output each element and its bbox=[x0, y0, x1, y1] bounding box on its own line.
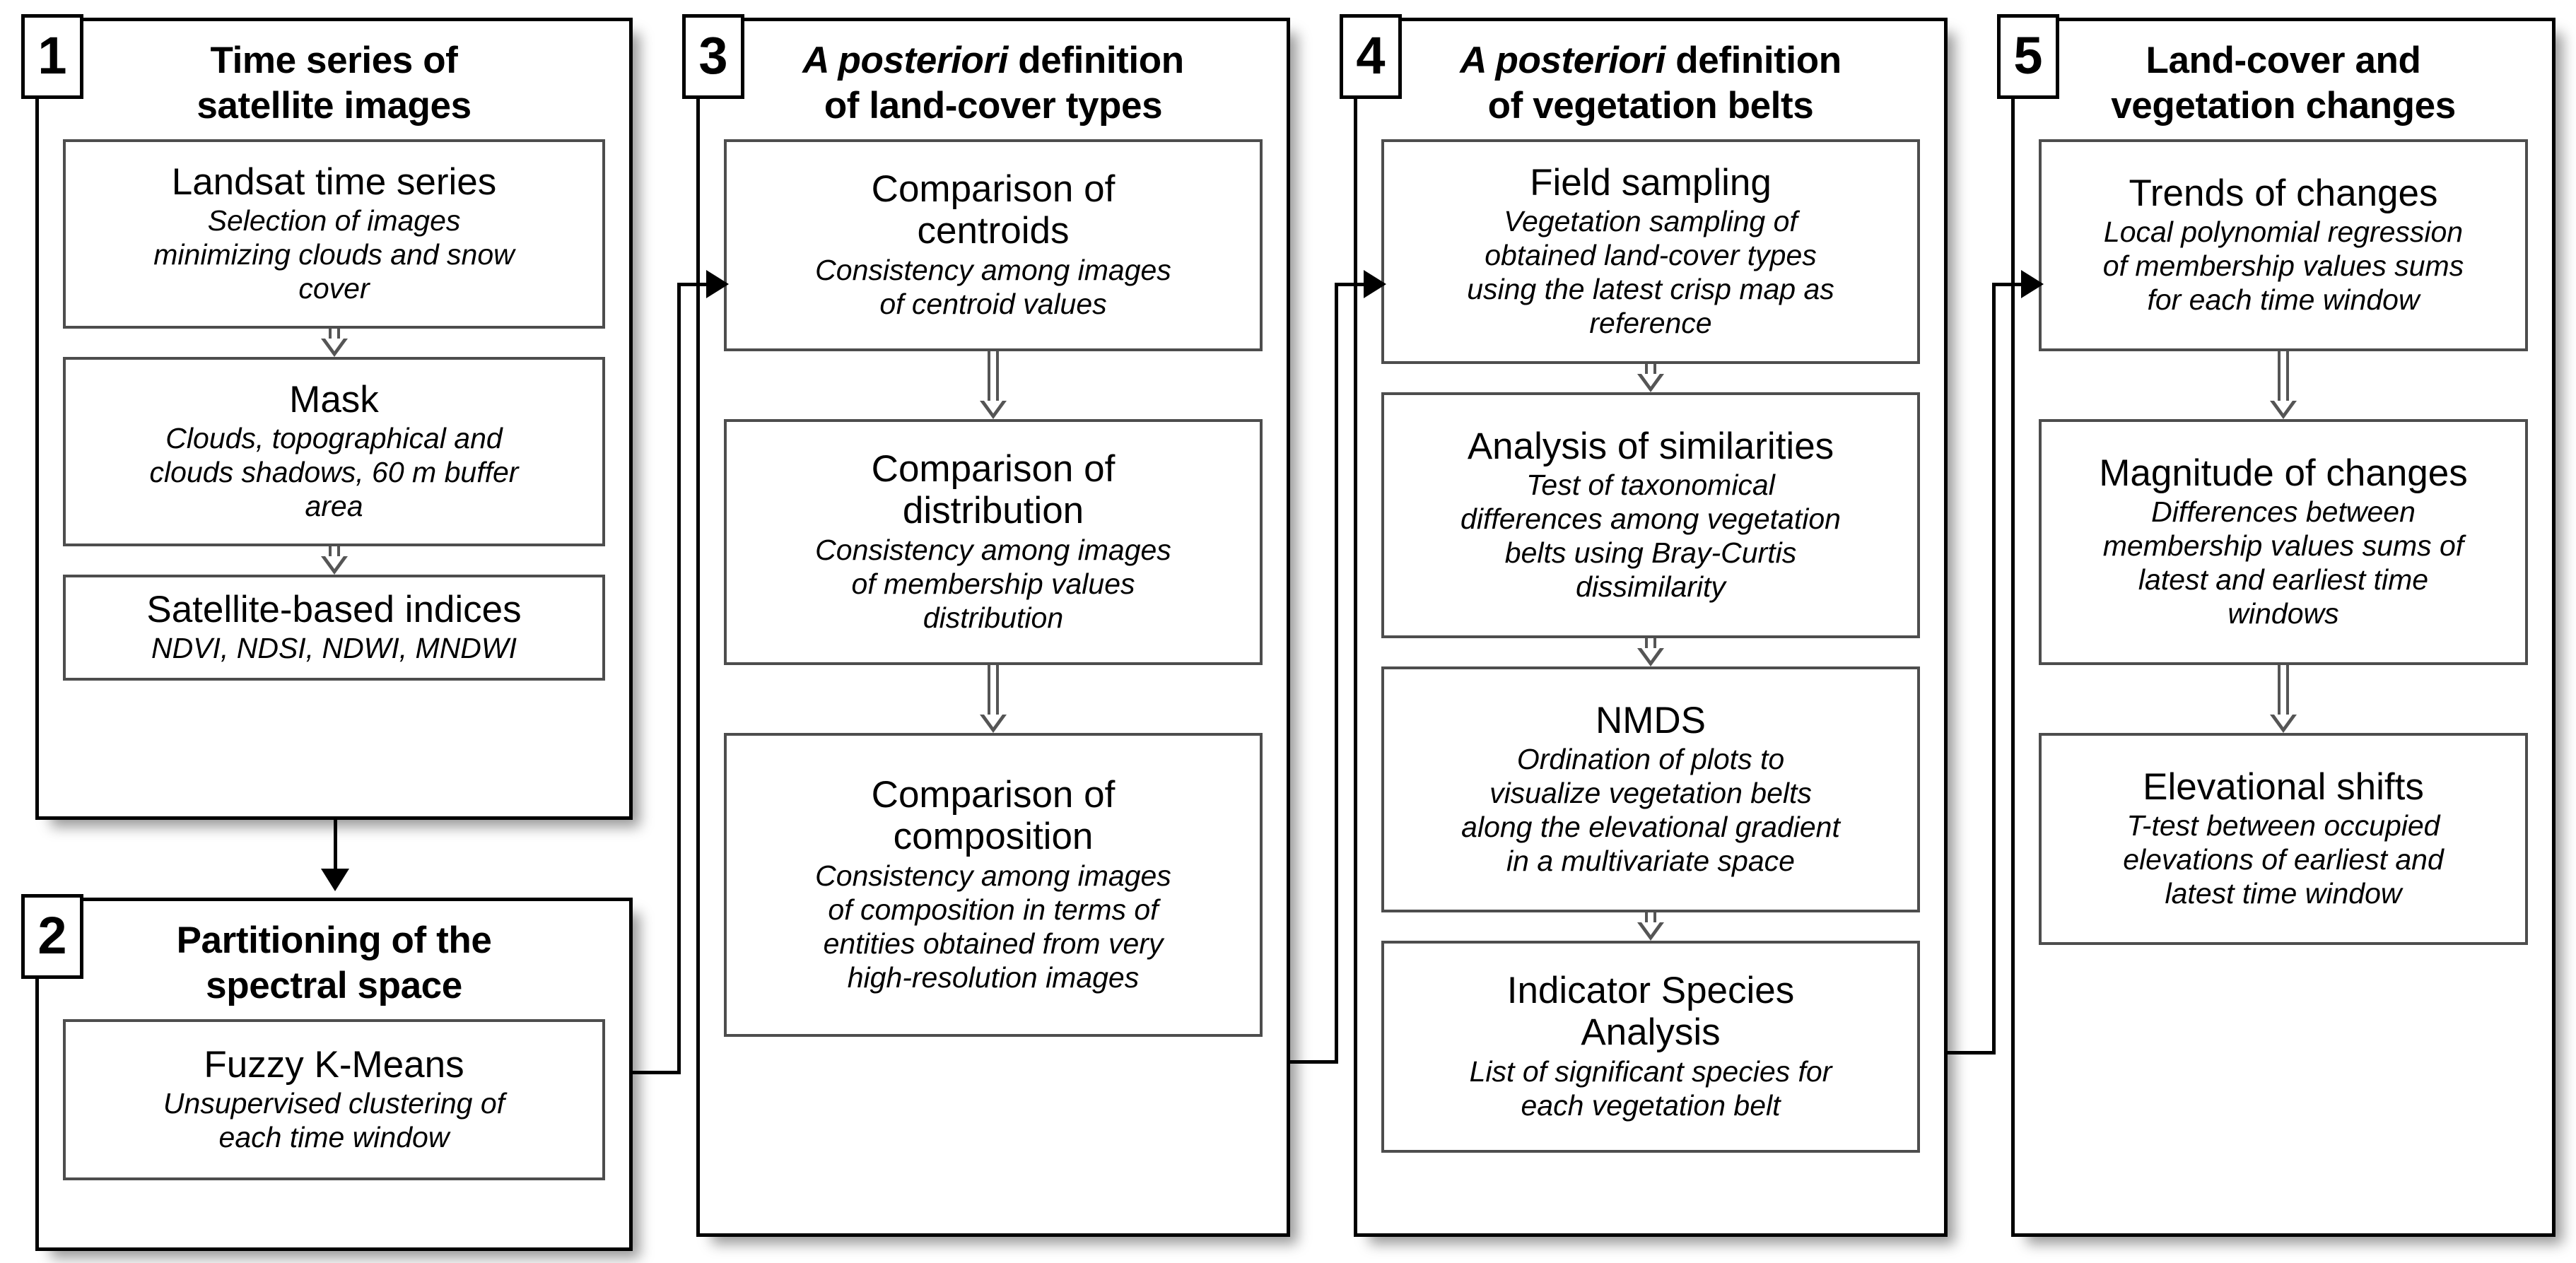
step-box-fuzzy-k-means[interactable]: Fuzzy K-Means Unsupervised clustering of… bbox=[63, 1019, 605, 1181]
step-box-elevational-shifts[interactable]: Elevational shifts T-test between occupi… bbox=[2039, 733, 2528, 946]
connector-panel3-out bbox=[1290, 1060, 1338, 1064]
step-box-title: Field sampling bbox=[1530, 161, 1772, 204]
step-box-comparison-of-distribution[interactable]: Comparison of distribution Consistency a… bbox=[724, 419, 1263, 666]
open-arrow-down-icon bbox=[1381, 912, 1920, 941]
open-arrow-down-icon bbox=[63, 546, 605, 575]
step-box-title: Satellite-based indices bbox=[146, 588, 522, 630]
open-arrow-down-icon bbox=[1381, 638, 1920, 667]
connector-panel2-to-panel3-riser bbox=[677, 283, 681, 1074]
step-box-field-sampling[interactable]: Field sampling Vegetation sampling of ob… bbox=[1381, 139, 1920, 365]
step-box-subtitle: Consistency among images of centroid val… bbox=[815, 253, 1171, 320]
step-box-title: Comparison of distribution bbox=[871, 447, 1116, 532]
connector-panel2-out bbox=[633, 1071, 681, 1074]
connector-panel4-out bbox=[1948, 1051, 1996, 1055]
step-badge-2: 2 bbox=[21, 894, 83, 979]
step-box-title: Fuzzy K-Means bbox=[204, 1043, 464, 1086]
step-box-mask[interactable]: Mask Clouds, topographical and clouds sh… bbox=[63, 357, 605, 547]
step-box-subtitle: List of significant species for each veg… bbox=[1469, 1055, 1832, 1122]
step-box-trends-of-changes[interactable]: Trends of changes Local polynomial regre… bbox=[2039, 139, 2528, 352]
panel-3-boxes: Comparison of centroids Consistency amon… bbox=[700, 139, 1287, 1038]
open-arrow-down-icon bbox=[724, 351, 1263, 420]
step-box-subtitle: Test of taxonomical differences among ve… bbox=[1460, 468, 1841, 603]
step-box-satellite-based-indices[interactable]: Satellite-based indices NDVI, NDSI, NDWI… bbox=[63, 575, 605, 681]
step-badge-3: 3 bbox=[682, 14, 744, 99]
open-arrow-down-icon bbox=[2039, 665, 2528, 734]
open-arrow-down-icon bbox=[63, 329, 605, 358]
connector-into-panel5 bbox=[1992, 283, 2023, 286]
step-box-indicator-species-analysis[interactable]: Indicator Species Analysis List of signi… bbox=[1381, 941, 1920, 1153]
open-arrow-down-icon bbox=[1381, 364, 1920, 393]
connector-panel4-to-panel5-riser bbox=[1992, 283, 1996, 1055]
step-badge-5: 5 bbox=[1997, 14, 2059, 99]
step-box-subtitle: Differences between membership values su… bbox=[2102, 495, 2464, 630]
step-box-title: Landsat time series bbox=[171, 160, 497, 203]
arrowhead-down-icon bbox=[321, 869, 349, 891]
panel-5-boxes: Trends of changes Local polynomial regre… bbox=[2015, 139, 2552, 946]
step-box-subtitle: Clouds, topographical and clouds shadows… bbox=[149, 421, 519, 522]
step-box-analysis-of-similarities[interactable]: Analysis of similarities Test of taxonom… bbox=[1381, 392, 1920, 639]
arrowhead-right-icon bbox=[1364, 270, 1386, 298]
step-box-subtitle: Selection of images minimizing clouds an… bbox=[153, 204, 515, 305]
connector-panel1-to-panel2 bbox=[334, 820, 337, 871]
step-box-subtitle: Consistency among images of membership v… bbox=[815, 533, 1171, 634]
step-box-title: Analysis of similarities bbox=[1467, 425, 1834, 467]
open-arrow-down-icon bbox=[2039, 351, 2528, 420]
step-box-subtitle: Consistency among images of composition … bbox=[815, 859, 1171, 994]
panel-2-boxes: Fuzzy K-Means Unsupervised clustering of… bbox=[39, 1019, 629, 1181]
step-box-subtitle: Unsupervised clustering of each time win… bbox=[163, 1086, 505, 1153]
step-box-title: Comparison of centroids bbox=[871, 168, 1116, 252]
step-box-comparison-of-composition[interactable]: Comparison of composition Consistency am… bbox=[724, 733, 1263, 1038]
step-box-title: Trends of changes bbox=[2129, 172, 2438, 214]
connector-panel3-to-panel4-riser bbox=[1335, 283, 1338, 1064]
step-box-title: Mask bbox=[289, 378, 379, 421]
arrowhead-right-icon bbox=[706, 270, 729, 298]
panel-4-boxes: Field sampling Vegetation sampling of ob… bbox=[1357, 139, 1944, 1153]
step-box-subtitle: NDVI, NDSI, NDWI, MNDWI bbox=[151, 631, 517, 664]
step-box-title: Elevational shifts bbox=[2143, 765, 2424, 808]
step-box-landsat-time-series[interactable]: Landsat time series Selection of images … bbox=[63, 139, 605, 329]
step-badge-1: 1 bbox=[21, 14, 83, 99]
arrowhead-right-icon bbox=[2021, 270, 2044, 298]
step-box-nmds[interactable]: NMDS Ordination of plots to visualize ve… bbox=[1381, 666, 1920, 913]
step-box-subtitle: Local polynomial regression of membershi… bbox=[2102, 215, 2464, 316]
panel-1-boxes: Landsat time series Selection of images … bbox=[39, 139, 629, 681]
connector-into-panel3 bbox=[677, 283, 708, 286]
open-arrow-down-icon bbox=[724, 665, 1263, 734]
step-box-magnitude-of-changes[interactable]: Magnitude of changes Differences between… bbox=[2039, 419, 2528, 666]
connector-into-panel4 bbox=[1335, 283, 1366, 286]
step-box-title: Comparison of composition bbox=[871, 773, 1116, 858]
step-box-subtitle: T-test between occupied elevations of ea… bbox=[2123, 809, 2444, 910]
step-box-title: Magnitude of changes bbox=[2099, 452, 2468, 494]
step-box-title: NMDS bbox=[1595, 699, 1706, 741]
step-box-subtitle: Vegetation sampling of obtained land-cov… bbox=[1467, 204, 1834, 339]
step-box-comparison-of-centroids[interactable]: Comparison of centroids Consistency amon… bbox=[724, 139, 1263, 352]
step-badge-4: 4 bbox=[1340, 14, 1402, 99]
step-box-title: Indicator Species Analysis bbox=[1506, 969, 1795, 1054]
step-box-subtitle: Ordination of plots to visualize vegetat… bbox=[1461, 742, 1840, 877]
